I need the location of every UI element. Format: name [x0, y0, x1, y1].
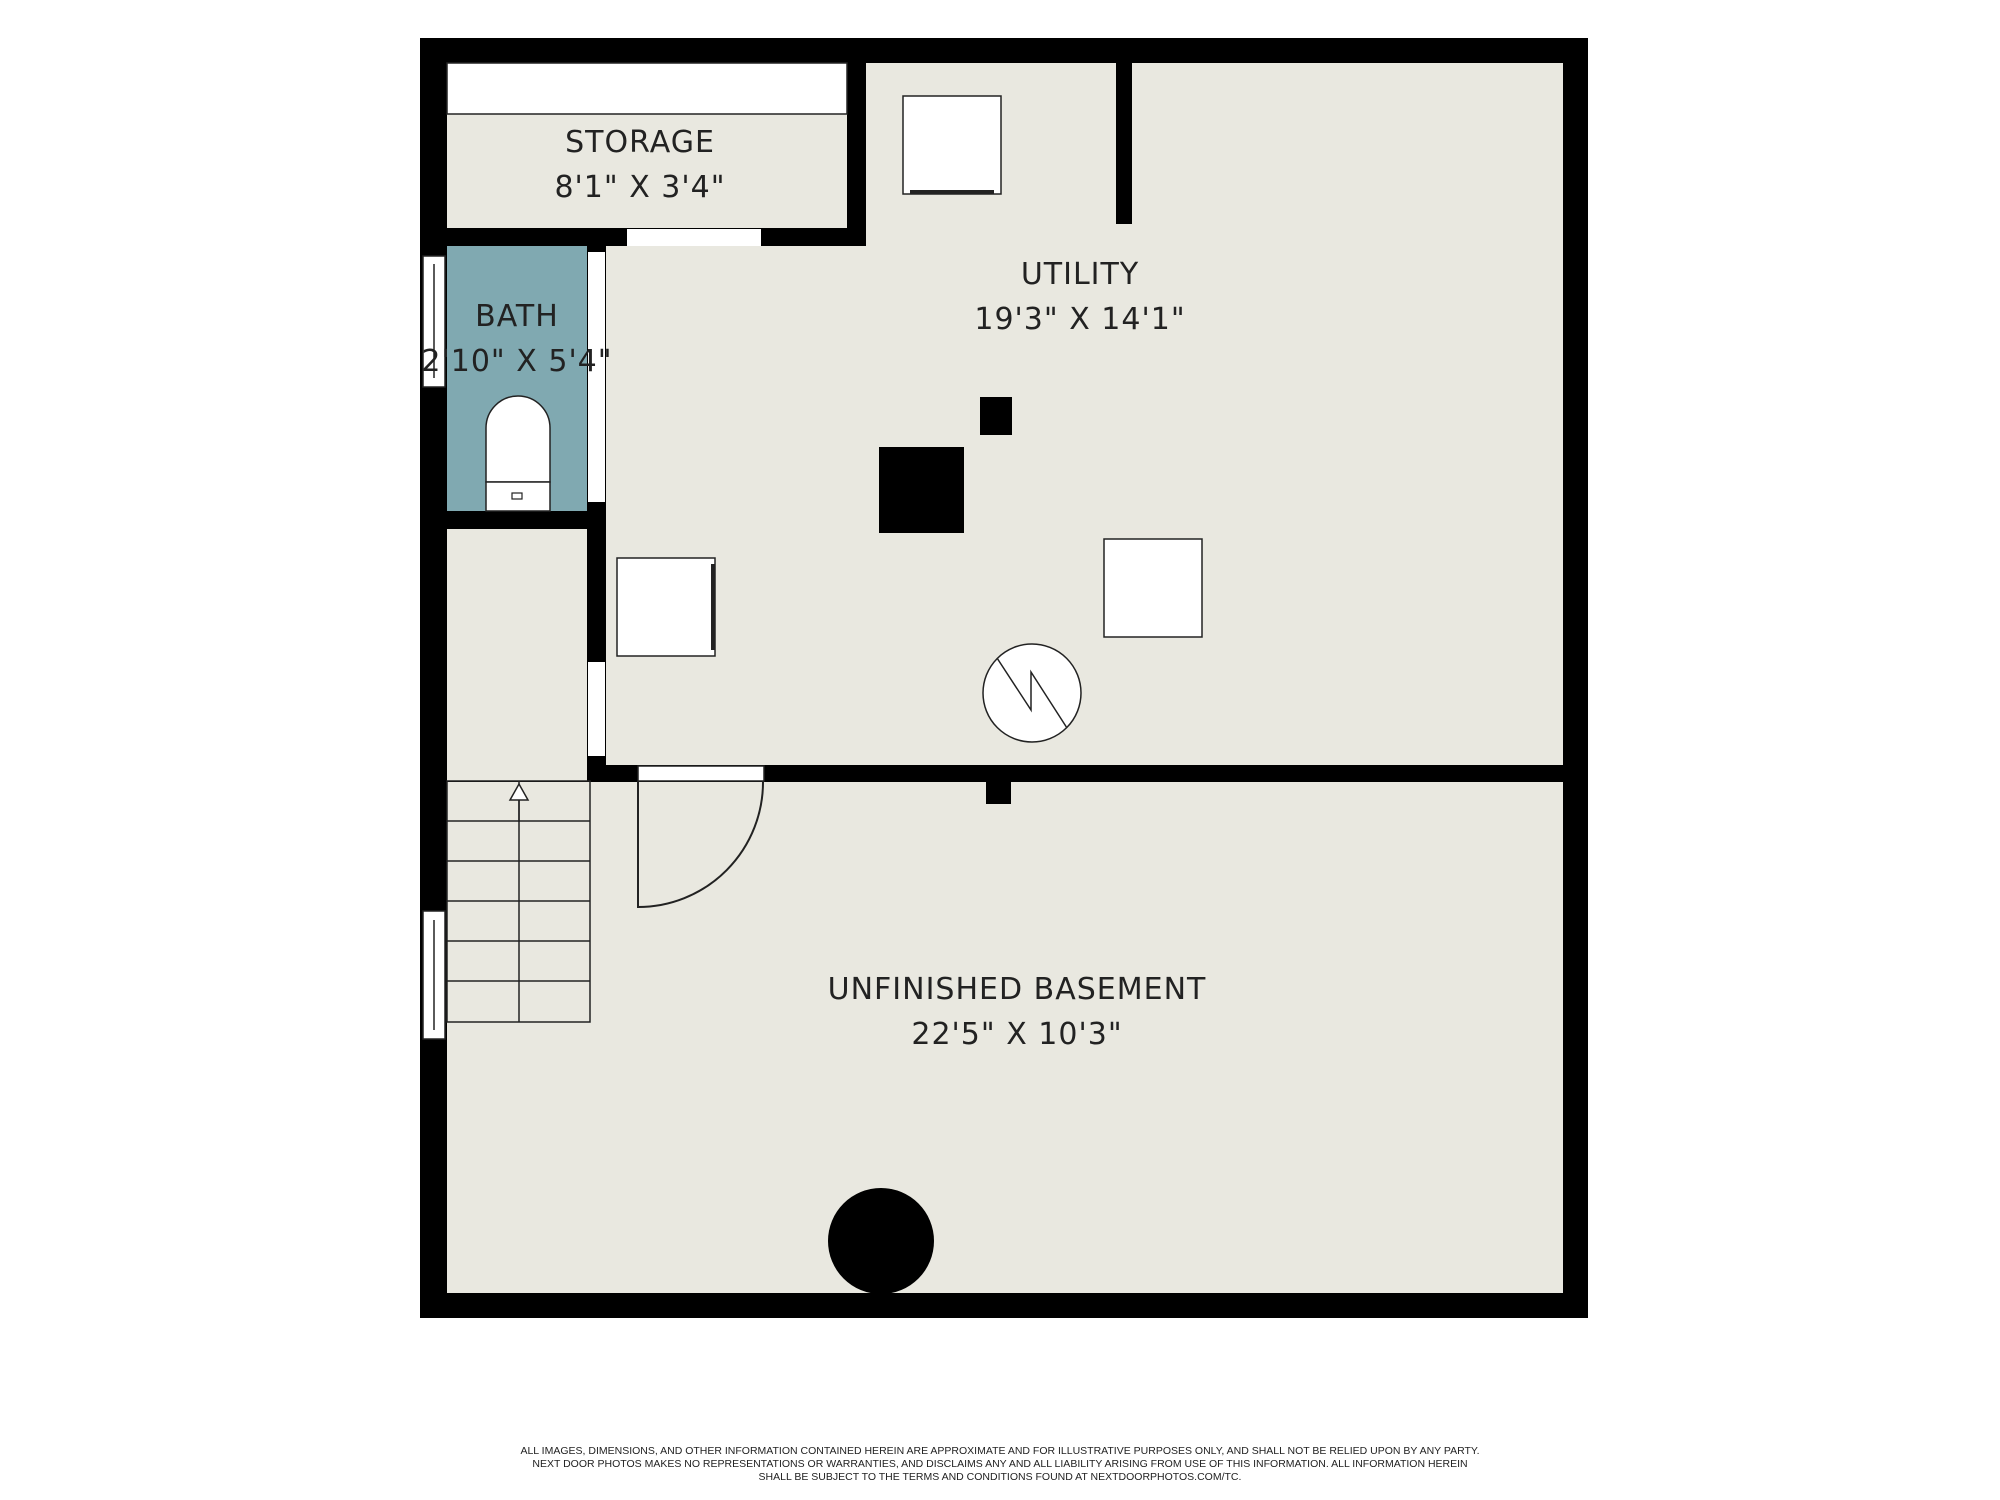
storage-room-dims: 8'1" X 3'4": [554, 170, 725, 205]
bath-utility-opening: [588, 252, 605, 502]
support-column-small: [980, 397, 1012, 435]
chimney-block: [879, 447, 964, 533]
disclaimer-line: NEXT DOOR PHOTOS MAKES NO REPRESENTATION…: [532, 1458, 1468, 1470]
bath-window: [422, 255, 446, 388]
appliance-top-icon: [902, 95, 1002, 195]
utility-room-dims: 19'3" X 14'1": [974, 302, 1185, 337]
staircase: [446, 780, 591, 1023]
water-heater-icon: [982, 643, 1082, 743]
disclaimer-line: SHALL BE SUBJECT TO THE TERMS AND CONDIT…: [758, 1471, 1242, 1483]
disclaimer-line: ALL IMAGES, DIMENSIONS, AND OTHER INFORM…: [520, 1445, 1480, 1457]
appliance-right-icon: [1103, 538, 1203, 638]
utility-basement-door-gap: [637, 765, 765, 782]
sump-pit-icon: [828, 1188, 934, 1294]
appliance-left-icon: [616, 557, 716, 657]
utility-room-name: UTILITY: [1021, 257, 1139, 292]
stair-up-arrow-icon: [508, 782, 530, 822]
utility-floor: [606, 246, 1563, 765]
stair-hall-floor: [447, 529, 587, 781]
storage-utility-opening: [627, 229, 761, 246]
wall-column-stub: [986, 781, 1011, 804]
storage-room-name: STORAGE: [565, 125, 715, 160]
utility-wall-stub: [1116, 63, 1132, 224]
storage-shelf: [446, 62, 848, 115]
bath-room-dims: 2'10" X 5'4": [421, 344, 612, 379]
toilet-icon: [485, 395, 551, 512]
basement-floor: [447, 782, 1563, 1293]
basement-room-dims: 22'5" X 10'3": [911, 1017, 1122, 1052]
door-swing: [637, 780, 765, 909]
bath-room-name: BATH: [475, 299, 559, 334]
basement-room-name: UNFINISHED BASEMENT: [828, 972, 1207, 1007]
hall-utility-opening: [588, 662, 605, 756]
stair-window: [422, 910, 446, 1040]
legal-disclaimer: ALL IMAGES, DIMENSIONS, AND OTHER INFORM…: [400, 1445, 1600, 1484]
